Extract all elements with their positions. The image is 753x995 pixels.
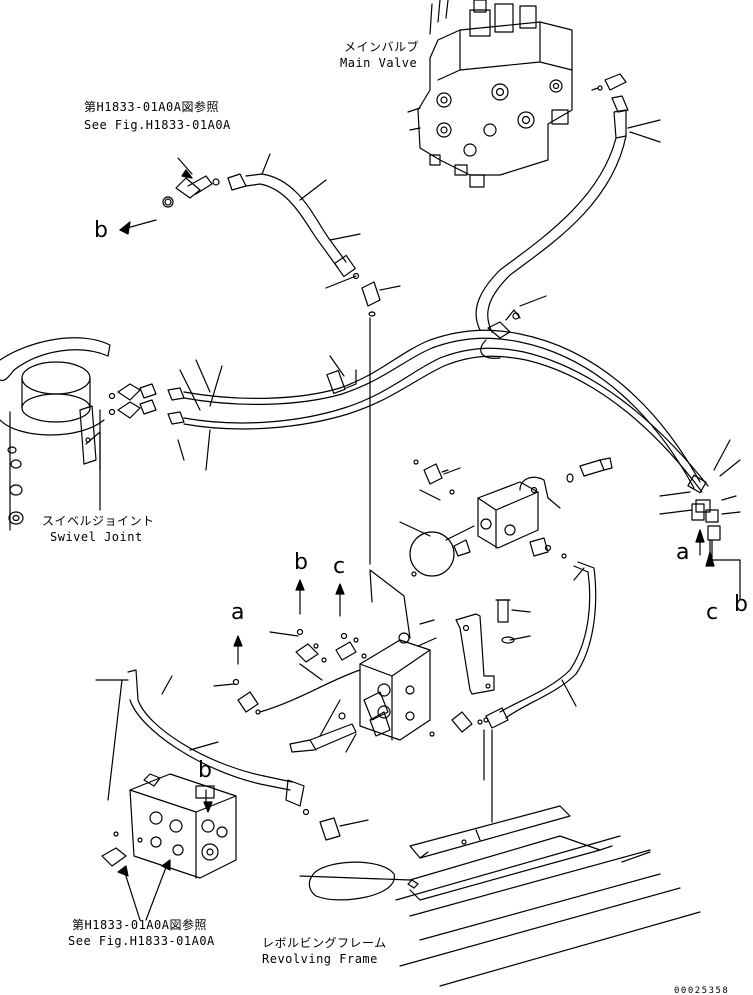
see-fig-bottom-label-en: See Fig.H1833-01A0A — [68, 934, 215, 948]
see-fig-top-label-en: See Fig.H1833-01A0A — [84, 118, 231, 132]
see-fig-top-label-jp: 第H1833-01A0A図参照 — [84, 100, 219, 114]
main-valve-label-jp: メインバルブ — [344, 40, 420, 54]
swivel-joint-label-en: Swivel Joint — [50, 530, 143, 544]
connection-arrows — [85, 431, 345, 813]
center-valve-block — [213, 317, 613, 753]
letter-a-right: a — [676, 540, 690, 565]
main-valve-label-en: Main Valve — [340, 56, 418, 70]
main-valve — [407, 0, 629, 188]
letter-b-mid: b — [294, 550, 309, 575]
letter-c-mid: c — [333, 554, 346, 579]
letter-b-top: b — [94, 218, 109, 243]
swivel-joint — [0, 337, 157, 531]
hose-lower-left — [95, 669, 369, 841]
hose-right-lower — [483, 537, 597, 823]
see-fig-bottom-label-jp: 第H1833-01A0A図参照 — [72, 918, 207, 932]
revolving-frame — [299, 805, 701, 987]
lower-left-valve — [101, 773, 237, 921]
revolving-frame-label-jp: レボルビングフレーム — [262, 936, 387, 950]
hose-bundle — [167, 295, 741, 601]
letter-a-mid: a — [231, 600, 245, 625]
hose-upper-left — [119, 153, 401, 317]
letter-b-right: b — [734, 592, 749, 617]
letter-c-right: c — [706, 600, 719, 625]
letter-b-low: b — [198, 758, 213, 783]
revolving-frame-label-en: Revolving Frame — [262, 952, 378, 966]
hose-main-valve — [475, 119, 661, 333]
drawing-id: 00025358 — [674, 986, 730, 995]
swivel-joint-label-jp: スイベルジョイント — [42, 514, 155, 528]
